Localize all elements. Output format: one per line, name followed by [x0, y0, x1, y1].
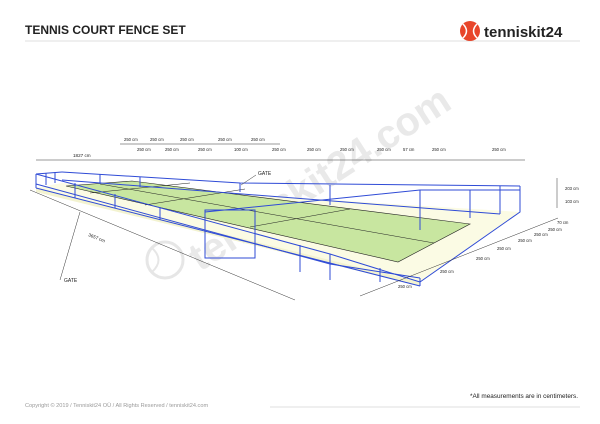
logo: tenniskit24	[460, 21, 563, 41]
side-dim-label: 250 cm	[534, 232, 548, 237]
fence	[35, 171, 521, 287]
top-dim-label: 250 cm	[218, 137, 232, 142]
logo-text: tenniskit24	[484, 24, 563, 41]
tennis-ball-seam-left	[462, 23, 468, 39]
gate-frame	[204, 209, 256, 259]
top-dim-label: 250 cm	[307, 147, 321, 152]
top-dim-label: 250 cm	[124, 137, 138, 142]
gate-label-left: GATE	[64, 278, 78, 284]
top-dim-label: 250 cm	[340, 147, 354, 152]
side-dim-label: 250 cm	[548, 227, 562, 232]
width-dim-label: 1827 cm	[73, 153, 91, 158]
height-dim-lower: 103 cm	[565, 199, 579, 204]
length-dim-line	[29, 189, 296, 301]
service-line-2	[249, 208, 351, 228]
top-dim-label: 250 cm	[198, 147, 212, 152]
tennis-ball-seam-right	[472, 23, 478, 39]
top-dim-label: 100 cm	[234, 147, 248, 152]
top-dim-label: 250 cm	[150, 137, 164, 142]
side-dim-label: 250 cm	[476, 256, 490, 261]
page-title: TENNIS COURT FENCE SET	[25, 23, 186, 37]
side-dim-label: 250 cm	[518, 238, 532, 243]
top-dim-label: 250 cm	[180, 137, 194, 142]
measurement-note: *All measurements are in centimeters.	[470, 393, 578, 400]
side-dim-line	[359, 217, 559, 297]
length-dim-label: 3657 cm	[88, 232, 106, 243]
court-centre-line	[99, 183, 435, 244]
court-net-line	[144, 188, 246, 206]
top-dim-label: 250 cm	[137, 147, 151, 152]
copyright-text: Copyright © 2019 / Tenniskit24 OÜ / All …	[25, 402, 208, 409]
side-dim-label: 250 cm	[497, 246, 511, 251]
top-dim-label: 250 cm	[165, 147, 179, 152]
top-dim-label: 250 cm	[492, 147, 506, 152]
top-dim-label: 250 cm	[251, 137, 265, 142]
service-line-1	[89, 182, 191, 194]
gate-leader-left	[59, 211, 81, 281]
top-dim-label: 250 cm	[377, 147, 391, 152]
height-dim-upper: 203 cm	[565, 186, 579, 191]
top-dim-label: 250 cm	[272, 147, 286, 152]
gate-label-top: GATE	[258, 171, 272, 177]
top-dim-label: 250 cm	[432, 147, 446, 152]
fence-back-low-rail	[61, 179, 501, 215]
fence-left-end-rail	[35, 171, 63, 175]
top-dim-label: 57 cm	[403, 147, 415, 152]
bottom-dim-label: 250 cm	[398, 284, 412, 289]
side-dim-70: 70 cm	[557, 220, 569, 225]
gate-leader-top	[240, 174, 257, 186]
watermark-ball-icon	[145, 240, 185, 280]
fence-front-bottom	[35, 187, 421, 287]
fence-right-end	[419, 186, 521, 283]
side-dim-label: 250 cm	[440, 269, 454, 274]
